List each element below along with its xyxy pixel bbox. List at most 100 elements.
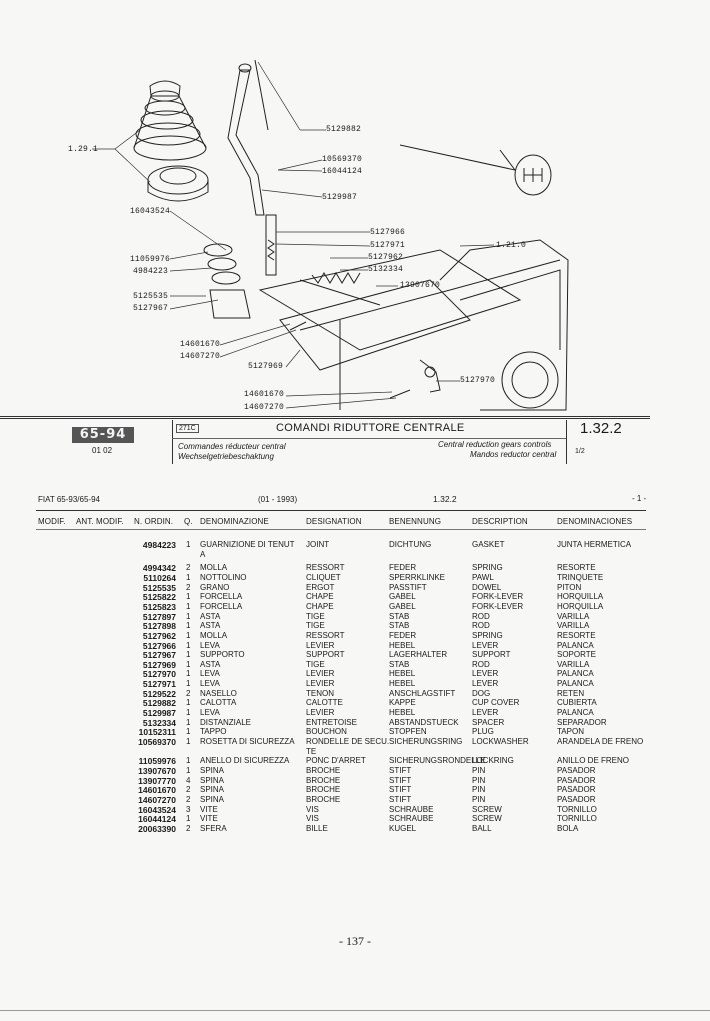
part-name-it: SPINA <box>200 765 225 775</box>
part-name-es: PALANCA <box>557 640 594 650</box>
title-es: Mandos reductor central <box>470 450 557 459</box>
part-name-de: ABSTANDSTUECK <box>389 717 459 727</box>
part-name-fr: VIS <box>306 814 319 824</box>
page-marker: - 1 - <box>632 494 647 503</box>
part-number: 5125822 <box>142 592 176 603</box>
part-name-en: FORK-LEVER <box>472 592 524 602</box>
part-name-en: SPRING <box>472 563 503 573</box>
col-header-n-ordin: N. ORDIN. <box>134 517 174 526</box>
part-name-es: TRINQUETE <box>557 572 604 582</box>
shift-rod <box>265 214 277 276</box>
edition: 01 02 <box>92 446 113 455</box>
part-name-en: LEVER <box>472 640 499 650</box>
part-quantity: 1 <box>186 727 191 737</box>
part-name-fr: LEVIER <box>306 708 335 718</box>
page-title: COMANDI RIDUTTORE CENTRALE <box>276 422 465 434</box>
part-name-fr: CHAPE <box>306 601 334 611</box>
part-name-es: BOLA <box>557 823 579 833</box>
col-header-ant-modif: ANT. MODIF. <box>76 517 124 526</box>
part-quantity: 1 <box>186 669 191 679</box>
divider <box>0 418 650 419</box>
part-name-de: KUGEL <box>389 823 417 833</box>
part-name-it: VITE <box>200 804 218 814</box>
part-name-it: NASELLO <box>200 688 237 698</box>
part-name-de: DICHTUNG <box>389 540 432 549</box>
part-name-es: HORQUILLA <box>557 601 604 611</box>
part-name-de: KAPPE <box>389 698 416 708</box>
part-name-en: SCREW <box>472 804 502 814</box>
part-name-en: SPRING <box>472 630 503 640</box>
part-name-en: GASKET <box>472 540 505 549</box>
part-name-it: ROSETTA DI SICUREZZA <box>200 737 295 746</box>
table-row-continuation: TE <box>0 747 710 757</box>
part-name-en: PLUG <box>472 727 494 737</box>
callout-label: 5127967 <box>133 304 169 313</box>
part-name-de: PASSTIFT <box>389 582 427 592</box>
part-name-es: PASADOR <box>557 765 596 775</box>
part-number: 16043524 <box>138 804 176 815</box>
part-name-es: ANILLO DE FRENO <box>557 756 630 766</box>
part-name-en: LEVER <box>472 669 499 679</box>
col-header-q: Q. <box>184 517 193 526</box>
part-number: 5127898 <box>142 621 176 632</box>
part-name-es: RESORTE <box>557 563 596 573</box>
title-en: Central reduction gears controls <box>438 440 552 449</box>
callout-label: 1.29.1 <box>68 145 99 154</box>
part-quantity: 1 <box>186 659 191 669</box>
part-name-en: PIN <box>472 785 486 795</box>
divider <box>36 510 646 511</box>
part-name-es: HORQUILLA <box>557 592 604 602</box>
part-quantity: 1 <box>186 708 191 718</box>
part-quantity: 3 <box>186 804 191 814</box>
part-name-fr: BOUCHON <box>306 727 347 737</box>
part-name-de: HEBEL <box>389 640 416 650</box>
part-name-de: HEBEL <box>389 669 416 679</box>
part-name-it: NOTTOLINO <box>200 572 247 582</box>
part-name-en: SCREW <box>472 814 502 824</box>
part-quantity: 2 <box>186 785 191 795</box>
part-name-it: TAPPO <box>200 727 227 737</box>
col-header-de: BENENNUNG <box>389 517 442 526</box>
part-quantity: 2 <box>186 823 191 833</box>
callout-label: 5125535 <box>133 292 169 301</box>
callout-label: 5127970 <box>460 376 496 385</box>
part-name-it: MOLLA <box>200 630 228 640</box>
part-name-it: LEVA <box>200 669 220 679</box>
col-header-fr: DESIGNATION <box>306 517 362 526</box>
part-name-en: LEVER <box>472 679 499 689</box>
shift-pattern-inset <box>399 144 552 196</box>
part-name-de: STAB <box>389 659 410 669</box>
part-name-en: PIN <box>472 765 486 775</box>
part-name-es: JUNTA HERMETICA <box>557 540 632 549</box>
page-number: - 137 - <box>339 934 371 948</box>
code-box: 271C <box>176 424 199 433</box>
callout-label: 5129987 <box>322 193 358 202</box>
part-quantity: 1 <box>186 717 191 727</box>
part-name-en: PIN <box>472 794 486 804</box>
part-quantity: 2 <box>186 582 191 592</box>
part-name-fr: PONC D'ARRET <box>306 756 366 766</box>
part-name-de: ANSCHLAGSTIFT <box>389 688 456 698</box>
part-quantity: 1 <box>186 630 191 640</box>
part-name-en: DOG <box>472 688 491 698</box>
part-name-es: RESORTE <box>557 630 596 640</box>
part-name-de: STIFT <box>389 765 412 775</box>
part-name-es: TAPON <box>557 727 584 737</box>
part-quantity: 2 <box>186 688 191 698</box>
part-name-fr: ERGOT <box>306 582 335 592</box>
part-name-it-cont: A <box>200 549 206 559</box>
part-name-es: RETEN <box>557 688 585 698</box>
part-quantity: 1 <box>186 650 191 660</box>
